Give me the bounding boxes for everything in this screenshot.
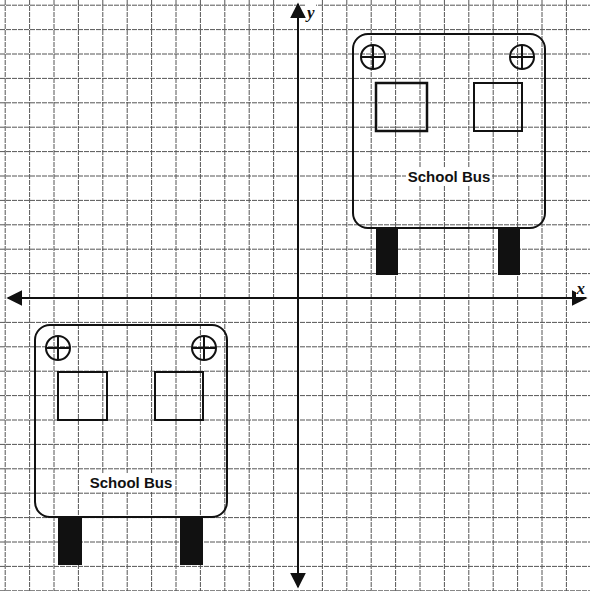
grid-line xyxy=(200,0,201,591)
headlight-cross xyxy=(521,45,523,69)
bus-body: School Bus xyxy=(34,324,228,518)
grid-line xyxy=(0,444,590,445)
grid-line xyxy=(346,0,347,591)
window xyxy=(474,83,522,131)
grid-line xyxy=(0,5,590,6)
headlight xyxy=(192,336,216,360)
grid-line xyxy=(0,224,590,225)
headlight xyxy=(361,45,385,69)
grid-line xyxy=(420,0,421,591)
grid-line xyxy=(0,200,590,201)
headlight-cross xyxy=(203,336,205,360)
grid-line xyxy=(0,346,590,347)
headlight xyxy=(46,336,70,360)
bus-body: School Bus xyxy=(352,33,546,229)
grid-line xyxy=(0,542,590,543)
grid-line xyxy=(29,0,30,591)
bus-parts xyxy=(361,45,534,275)
headlight-cross xyxy=(57,336,59,360)
grid-line xyxy=(0,468,590,469)
axis-label: y xyxy=(306,4,316,21)
grid-line xyxy=(273,0,274,591)
grid-line xyxy=(0,151,590,152)
grid-line xyxy=(0,176,590,177)
grid-line xyxy=(0,29,590,30)
grid-line xyxy=(127,0,128,591)
axis-label: x xyxy=(576,280,587,297)
grid-line xyxy=(224,0,225,591)
grid-line xyxy=(468,0,469,591)
headlight-cross xyxy=(372,45,374,69)
grid-line xyxy=(444,0,445,591)
grid-line xyxy=(151,0,152,591)
grid-line xyxy=(102,0,103,591)
window xyxy=(376,83,427,131)
grid-line xyxy=(176,0,177,591)
grid-line xyxy=(0,78,590,79)
grid-line xyxy=(0,566,590,567)
grid-line xyxy=(0,590,590,591)
wheel xyxy=(58,518,82,565)
grid-line xyxy=(78,0,79,591)
grid-line xyxy=(54,0,55,591)
bus-label: School Bus xyxy=(88,474,175,491)
wheel xyxy=(376,229,398,275)
grid-line xyxy=(395,0,396,591)
grid-line xyxy=(566,0,567,591)
wheel xyxy=(180,518,203,565)
y-axis xyxy=(297,4,299,587)
grid-line xyxy=(0,493,590,494)
grid-line xyxy=(0,54,590,55)
grid-line xyxy=(371,0,372,591)
grid-line xyxy=(542,0,543,591)
grid-line xyxy=(0,395,590,396)
bus-parts xyxy=(46,336,216,565)
grid-line xyxy=(5,0,6,591)
bus-label: School Bus xyxy=(406,168,493,185)
grid-line xyxy=(493,0,494,591)
grid-line xyxy=(249,0,250,591)
headlight xyxy=(510,45,534,69)
grid-line xyxy=(322,0,323,591)
wheel xyxy=(498,229,520,275)
grid-line xyxy=(0,102,590,103)
grid-line xyxy=(0,322,590,323)
window xyxy=(155,372,203,420)
window xyxy=(58,372,107,420)
grid-line xyxy=(0,127,590,128)
grid-line xyxy=(517,0,518,591)
